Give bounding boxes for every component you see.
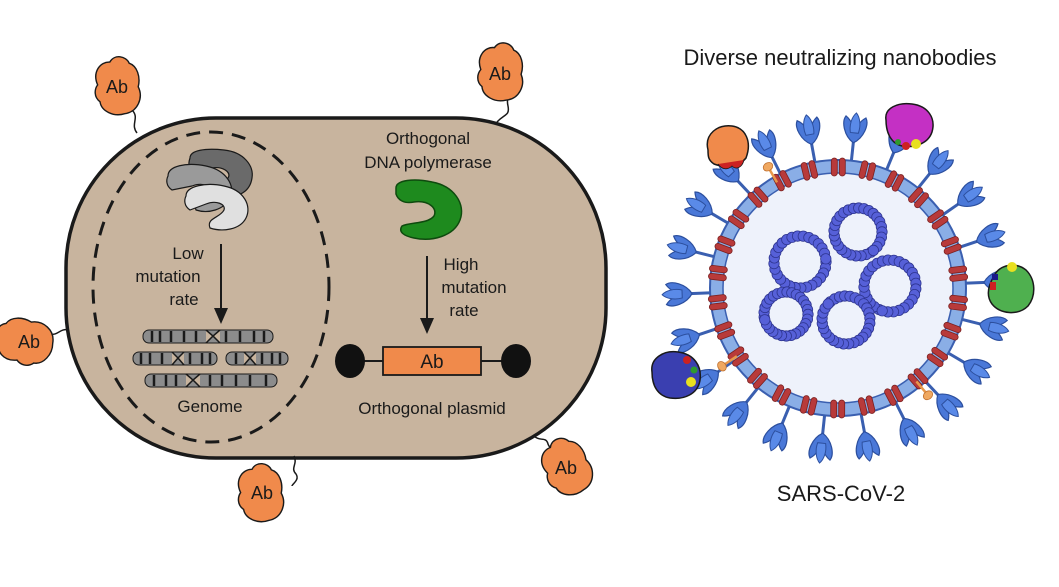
chromosome — [132, 351, 218, 366]
surface-antibody-label: Ab — [251, 483, 273, 503]
surface-antibody-label: Ab — [489, 64, 511, 84]
spike-protein — [955, 306, 1014, 344]
chromosome — [144, 373, 278, 388]
spike-protein — [847, 408, 883, 465]
surface-antibody: Ab — [232, 455, 298, 526]
chromosome — [142, 329, 274, 344]
surface-antibody: Ab — [474, 40, 526, 123]
genome-rate-line-1: Low — [172, 244, 204, 263]
nanobody-orange — [706, 125, 750, 170]
plasmid-arrow — [420, 256, 434, 334]
viral-interior — [722, 172, 954, 404]
genome-compartment — [91, 130, 331, 444]
virus-label: SARS-CoV-2 — [777, 481, 905, 506]
plasmid-rate-line-2: mutation — [441, 278, 506, 297]
polymerase-title-line-2: DNA polymerase — [364, 153, 492, 172]
plasmid-label: Orthogonal plasmid — [358, 399, 505, 418]
nanobody-navy — [651, 350, 702, 400]
plasmid-end-right — [501, 344, 531, 378]
surface-antibody: Ab — [531, 429, 601, 504]
surface-antibody: Ab — [89, 53, 145, 134]
spike-protein — [660, 279, 715, 308]
spike-protein — [838, 110, 870, 166]
spike-protein — [662, 232, 721, 270]
nanobody-magenta — [885, 102, 934, 150]
sars-cov-2-virion — [651, 102, 1035, 466]
plasmid-end-left — [335, 344, 365, 378]
genome-label: Genome — [177, 397, 242, 416]
surface-antibody-label: Ab — [106, 77, 128, 97]
spike-protein — [806, 410, 838, 466]
plasmid-rate-line-1: High — [444, 255, 479, 274]
plasmid-insert — [382, 346, 482, 376]
polymerase-title-line-1: Orthogonal — [386, 129, 470, 148]
nanobody-green — [987, 262, 1035, 314]
spike-protein — [793, 111, 829, 168]
cell-body — [64, 116, 608, 460]
genome-rate-line-2: mutation — [135, 267, 200, 286]
surface-antibody: Ab — [0, 313, 69, 370]
cell: Low mutation rate — [0, 40, 608, 526]
plasmid-insert-label: Ab — [420, 352, 443, 373]
surface-antibody-label: Ab — [18, 332, 40, 352]
genome-rate-line-3: rate — [169, 290, 198, 309]
surface-antibody-label: Ab — [555, 458, 577, 478]
virus-title: Diverse neutralizing nanobodies — [683, 45, 996, 70]
viral-rna — [758, 202, 922, 350]
orthogonal-polymerase-icon — [395, 179, 463, 240]
chromosome — [225, 351, 289, 366]
chromosomes — [132, 329, 289, 388]
plasmid-rate-line-3: rate — [449, 301, 478, 320]
genome-arrow — [214, 244, 228, 324]
host-polymerase-icon — [166, 148, 253, 231]
orthogonal-plasmid: Ab — [335, 344, 531, 378]
